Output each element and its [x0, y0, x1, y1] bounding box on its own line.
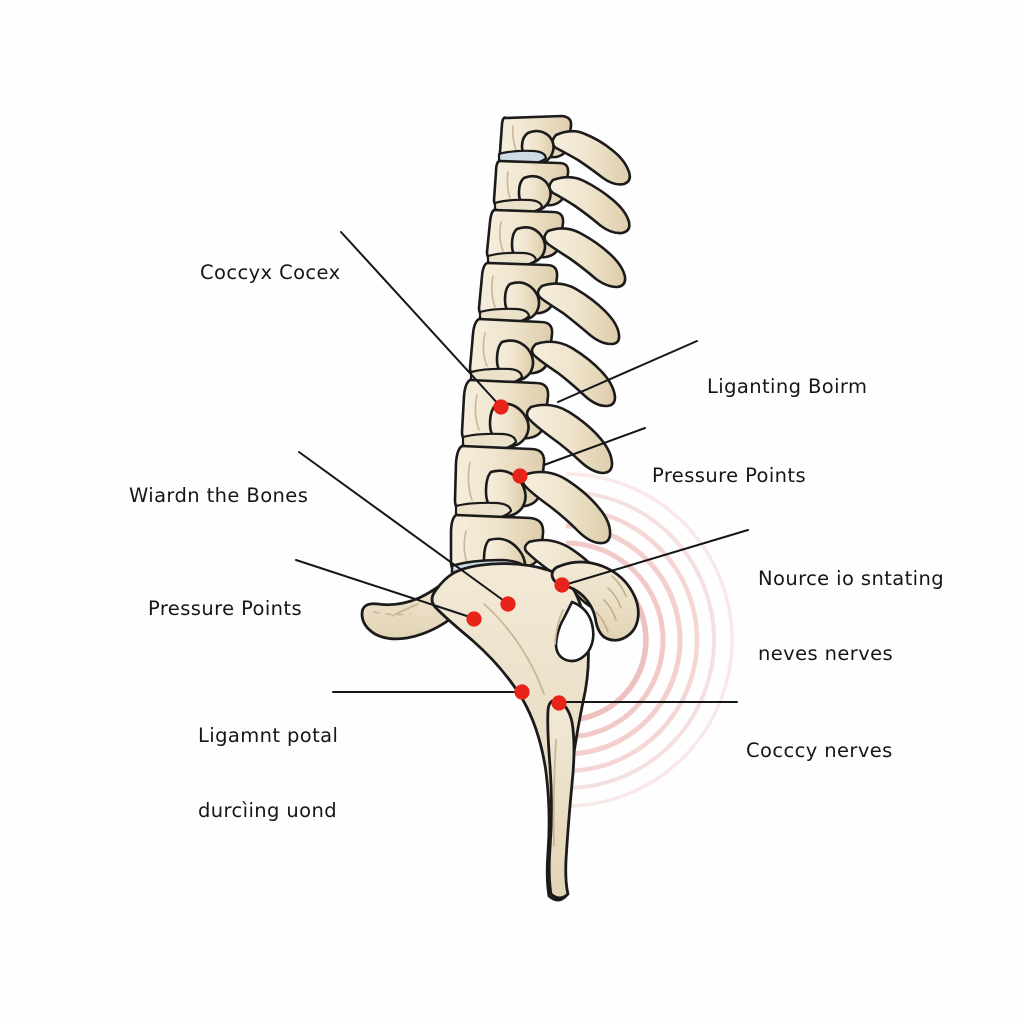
- pressure-point-dot: [514, 684, 530, 700]
- leader-pressure-points-left: [295, 559, 474, 619]
- pressure-point-dot: [466, 611, 482, 627]
- label-line: Wiardn the Bones: [129, 483, 309, 507]
- label-pressure-points-right: Pressure Points: [652, 414, 806, 539]
- pressure-point-dot: [493, 399, 509, 415]
- label-ligamnt-potal: Ligamnt potal durcìing uond: [198, 674, 338, 874]
- leader-coccyx-cocex: [340, 231, 501, 407]
- label-wiardn-the-bones: Wiardn the Bones: [129, 434, 308, 559]
- vertebra-3: [485, 208, 627, 289]
- label-line: Pressure Points: [148, 596, 303, 620]
- radiating-pain-arcs: [566, 472, 734, 808]
- vertebra-1: [498, 114, 632, 186]
- label-pressure-points-left: Pressure Points: [148, 547, 302, 672]
- sacrum-and-coccyx: [360, 560, 640, 902]
- sacral-notch: [554, 600, 595, 663]
- label-coccyx-cocex: Coccyx Cocex: [200, 211, 341, 336]
- label-line: Pressure Points: [652, 463, 807, 487]
- leader-pressure-points-right: [543, 427, 646, 466]
- pressure-point-dot: [512, 468, 528, 484]
- label-line: neves nerves: [758, 641, 894, 665]
- pressure-point-dot: [554, 577, 570, 593]
- coccyx-tip: [546, 698, 576, 900]
- label-line: Liganting Boirm: [707, 374, 868, 398]
- leader-wiardn-the-bones: [298, 451, 508, 604]
- vertebral-column: [449, 114, 632, 613]
- label-nource-io-sntating: Nource io sntating neves nerves: [758, 517, 944, 717]
- pressure-point-markers: [466, 399, 570, 711]
- label-line: Coccyx Cocex: [200, 260, 341, 284]
- label-line: Nource io sntating: [758, 566, 945, 590]
- label-cocccy-nerves: Cocccy nerves: [746, 689, 893, 814]
- pressure-point-dot: [551, 695, 567, 711]
- label-line: Ligamnt potal: [198, 723, 339, 747]
- label-line: Cocccy nerves: [746, 738, 893, 762]
- leader-lines: [295, 231, 749, 703]
- pressure-point-dot: [500, 596, 516, 612]
- label-line: durcìing uond: [198, 798, 338, 822]
- leader-liganting-boirm: [557, 340, 698, 403]
- vertebra-2: [492, 159, 631, 235]
- leader-nource-nerves: [560, 529, 749, 587]
- label-liganting-boirm: Liganting Boirm: [707, 325, 867, 450]
- vertebra-5: [468, 317, 617, 408]
